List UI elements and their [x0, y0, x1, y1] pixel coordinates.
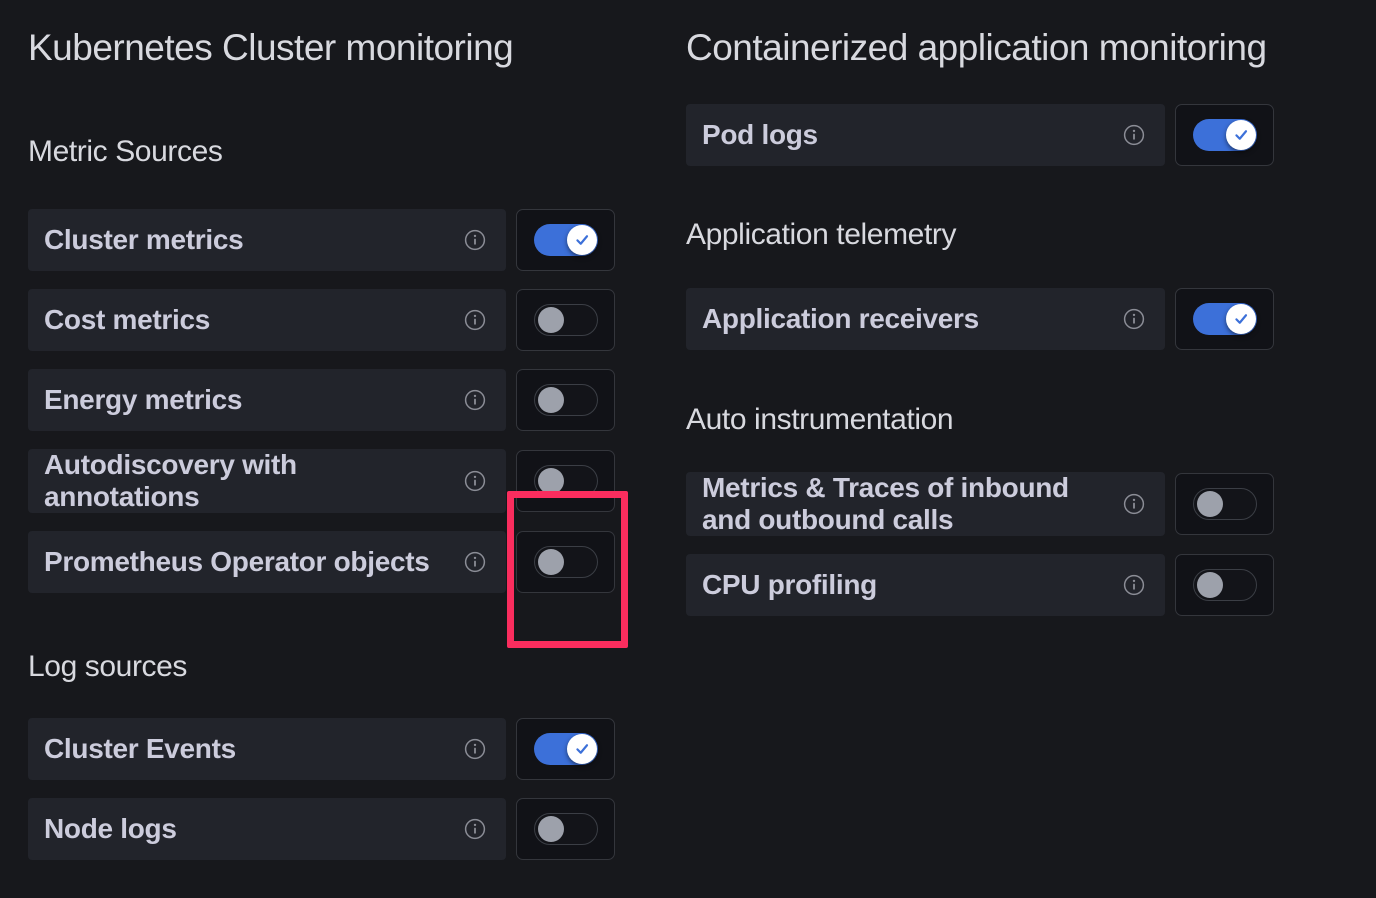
- info-icon[interactable]: [464, 309, 486, 331]
- toggle-switch[interactable]: [533, 465, 598, 497]
- setting-label-box: Application receivers: [686, 288, 1165, 350]
- setting-row-pod-logs: Pod logs: [686, 104, 1274, 166]
- setting-label: Cluster metrics: [44, 224, 244, 255]
- page-title: Kubernetes Cluster monitoring: [28, 27, 514, 68]
- setting-row-cluster-events: Cluster Events: [28, 718, 615, 780]
- auto-instrumentation-heading: Auto instrumentation: [686, 403, 954, 436]
- setting-label-box: Pod logs: [686, 104, 1165, 166]
- setting-label: CPU profiling: [702, 569, 877, 600]
- toggle-autodiscovery[interactable]: [516, 450, 615, 512]
- toggle-cpu-profiling[interactable]: [1175, 554, 1274, 616]
- setting-label-box: Cost metrics: [28, 289, 506, 351]
- info-icon[interactable]: [464, 738, 486, 760]
- toggle-knob: [537, 307, 564, 333]
- setting-label-box: CPU profiling: [686, 554, 1165, 616]
- setting-label: Prometheus Operator objects: [44, 546, 430, 577]
- setting-label: Application receivers: [702, 303, 979, 334]
- setting-row-node-logs: Node logs: [28, 798, 615, 860]
- toggle-switch[interactable]: [533, 546, 598, 578]
- setting-label: Node logs: [44, 813, 177, 844]
- metric-sources-rows: Cluster metrics Cost metrics: [28, 209, 628, 648]
- info-icon[interactable]: [464, 470, 486, 492]
- toggle-knob: [1225, 304, 1256, 334]
- setting-row-autodiscovery: Autodiscovery with annotations: [28, 449, 615, 513]
- check-icon: [1234, 130, 1247, 140]
- info-icon[interactable]: [464, 229, 486, 251]
- setting-label-box: Cluster Events: [28, 718, 506, 780]
- toggle-knob: [566, 225, 597, 255]
- toggle-knob: [537, 387, 564, 413]
- application-telemetry-rows: Application receivers: [686, 288, 1376, 350]
- auto-instrumentation-rows: Metrics & Traces of inbound and outbound…: [686, 472, 1376, 616]
- containerized-application-monitoring-column: Containerized application monitoring Pod…: [686, 0, 1376, 616]
- setting-row-energy-metrics: Energy metrics: [28, 369, 615, 431]
- toggle-knob: [566, 734, 597, 764]
- setting-row-cost-metrics: Cost metrics: [28, 289, 615, 351]
- setting-row-cpu-profiling: CPU profiling: [686, 554, 1274, 616]
- toggle-switch[interactable]: [1192, 303, 1257, 335]
- setting-label-box: Prometheus Operator objects: [28, 531, 506, 593]
- toggle-knob: [537, 468, 564, 494]
- toggle-knob: [537, 549, 564, 575]
- toggle-knob: [1225, 120, 1256, 150]
- page-title: Containerized application monitoring: [686, 27, 1267, 68]
- info-icon[interactable]: [464, 551, 486, 573]
- check-icon: [575, 235, 588, 245]
- info-icon[interactable]: [1123, 308, 1145, 330]
- toggle-switch[interactable]: [533, 384, 598, 416]
- setting-label: Cost metrics: [44, 304, 211, 335]
- toggle-metrics-traces[interactable]: [1175, 473, 1274, 535]
- setting-label: Cluster Events: [44, 733, 236, 764]
- setting-row-prometheus-operator: Prometheus Operator objects: [28, 531, 615, 593]
- toggle-switch[interactable]: [1192, 488, 1257, 520]
- toggle-switch[interactable]: [1192, 119, 1257, 151]
- setting-row-metrics-traces: Metrics & Traces of inbound and outbound…: [686, 472, 1274, 536]
- toggle-switch[interactable]: [533, 224, 598, 256]
- check-icon: [1234, 314, 1247, 324]
- toggle-cluster-metrics[interactable]: [516, 209, 615, 271]
- pod-logs-rows: Pod logs: [686, 104, 1376, 166]
- toggle-node-logs[interactable]: [516, 798, 615, 860]
- info-icon[interactable]: [1123, 493, 1145, 515]
- toggle-switch[interactable]: [533, 304, 598, 336]
- setting-label: Autodiscovery with annotations: [44, 449, 297, 512]
- check-icon: [575, 744, 588, 754]
- setting-row-application-receivers: Application receivers: [686, 288, 1274, 350]
- toggle-switch[interactable]: [1192, 569, 1257, 601]
- setting-label-box: Energy metrics: [28, 369, 506, 431]
- kubernetes-cluster-monitoring-column: Kubernetes Cluster monitoring Metric Sou…: [28, 0, 628, 860]
- toggle-cost-metrics[interactable]: [516, 289, 615, 351]
- setting-row-cluster-metrics: Cluster metrics: [28, 209, 615, 271]
- info-icon[interactable]: [1123, 574, 1145, 596]
- toggle-knob: [1196, 572, 1223, 598]
- toggle-knob: [1196, 491, 1223, 517]
- setting-label-box: Node logs: [28, 798, 506, 860]
- setting-label-box: Autodiscovery with annotations: [28, 449, 506, 513]
- toggle-switch[interactable]: [533, 813, 598, 845]
- toggle-knob: [537, 816, 564, 842]
- toggle-pod-logs[interactable]: [1175, 104, 1274, 166]
- info-icon[interactable]: [1123, 124, 1145, 146]
- toggle-energy-metrics[interactable]: [516, 369, 615, 431]
- toggle-cluster-events[interactable]: [516, 718, 615, 780]
- setting-label: Energy metrics: [44, 384, 243, 415]
- setting-label: Pod logs: [702, 119, 818, 150]
- info-icon[interactable]: [464, 818, 486, 840]
- log-sources-heading: Log sources: [28, 650, 188, 683]
- toggle-prometheus-operator[interactable]: [516, 531, 615, 593]
- toggle-application-receivers[interactable]: [1175, 288, 1274, 350]
- log-sources-rows: Cluster Events Node logs: [28, 718, 618, 860]
- setting-label: Metrics & Traces of inbound and outbound…: [702, 472, 1069, 535]
- setting-label-box: Cluster metrics: [28, 209, 506, 271]
- toggle-switch[interactable]: [533, 733, 598, 765]
- info-icon[interactable]: [464, 389, 486, 411]
- metric-sources-heading: Metric Sources: [28, 135, 223, 168]
- setting-label-box: Metrics & Traces of inbound and outbound…: [686, 472, 1165, 536]
- application-telemetry-heading: Application telemetry: [686, 218, 957, 251]
